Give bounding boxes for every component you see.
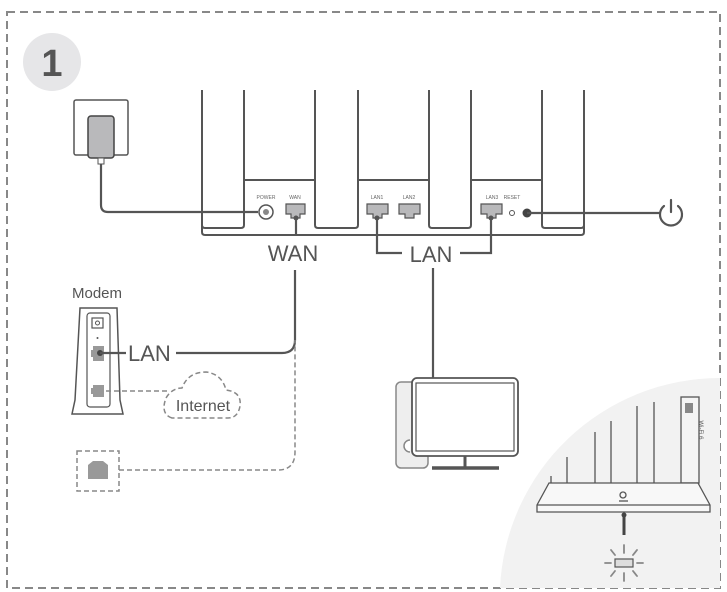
modem-wan-port-icon bbox=[91, 385, 104, 397]
wall-ethernet-port-icon bbox=[76, 450, 120, 492]
modem-icon bbox=[71, 307, 124, 415]
port-label-lan2: LAN2 bbox=[403, 195, 416, 201]
wan-port-icon bbox=[285, 203, 306, 219]
power-symbol-icon bbox=[658, 198, 684, 227]
wifi6-badge: Wi-Fi 6 bbox=[685, 403, 703, 440]
port-label-lan1: LAN1 bbox=[371, 195, 384, 201]
lan1-port-icon bbox=[366, 203, 389, 219]
wan-label: WAN bbox=[268, 241, 319, 266]
wifi6-badge-text: Wi-Fi 6 bbox=[697, 421, 703, 441]
antennas bbox=[201, 90, 585, 229]
dashed-frame bbox=[6, 11, 721, 589]
lan-router-label: LAN bbox=[410, 242, 453, 267]
alt-wan-dashed-cable bbox=[119, 340, 296, 471]
power-adapter-icon bbox=[73, 99, 258, 214]
step-number: 1 bbox=[41, 43, 62, 85]
lan2-port-icon bbox=[398, 203, 421, 219]
reset-button-icon bbox=[509, 210, 515, 216]
internet-label: Internet bbox=[176, 398, 231, 415]
wan-to-modem-cable bbox=[176, 270, 297, 355]
modem-title: Modem bbox=[72, 285, 122, 302]
step-badge: 1 bbox=[23, 33, 81, 91]
modem-lan-label: LAN bbox=[128, 341, 171, 366]
lan-bracket bbox=[375, 218, 493, 255]
lan3-port-icon bbox=[480, 203, 503, 219]
indicator-blinking-icon bbox=[604, 544, 644, 582]
router-back-view: POWER WAN LAN1 LAN2 LAN3 RESET bbox=[201, 90, 660, 236]
power-jack-icon bbox=[258, 204, 274, 220]
port-label-wan: WAN bbox=[289, 195, 301, 201]
router-front-view bbox=[536, 396, 711, 513]
internet-cloud-icon bbox=[163, 371, 241, 419]
port-label-lan3: LAN3 bbox=[486, 195, 499, 201]
computer-icon bbox=[395, 377, 519, 470]
port-label-power: POWER bbox=[257, 195, 276, 201]
power-switch-icon bbox=[522, 208, 660, 218]
port-label-reset: RESET bbox=[504, 195, 521, 201]
